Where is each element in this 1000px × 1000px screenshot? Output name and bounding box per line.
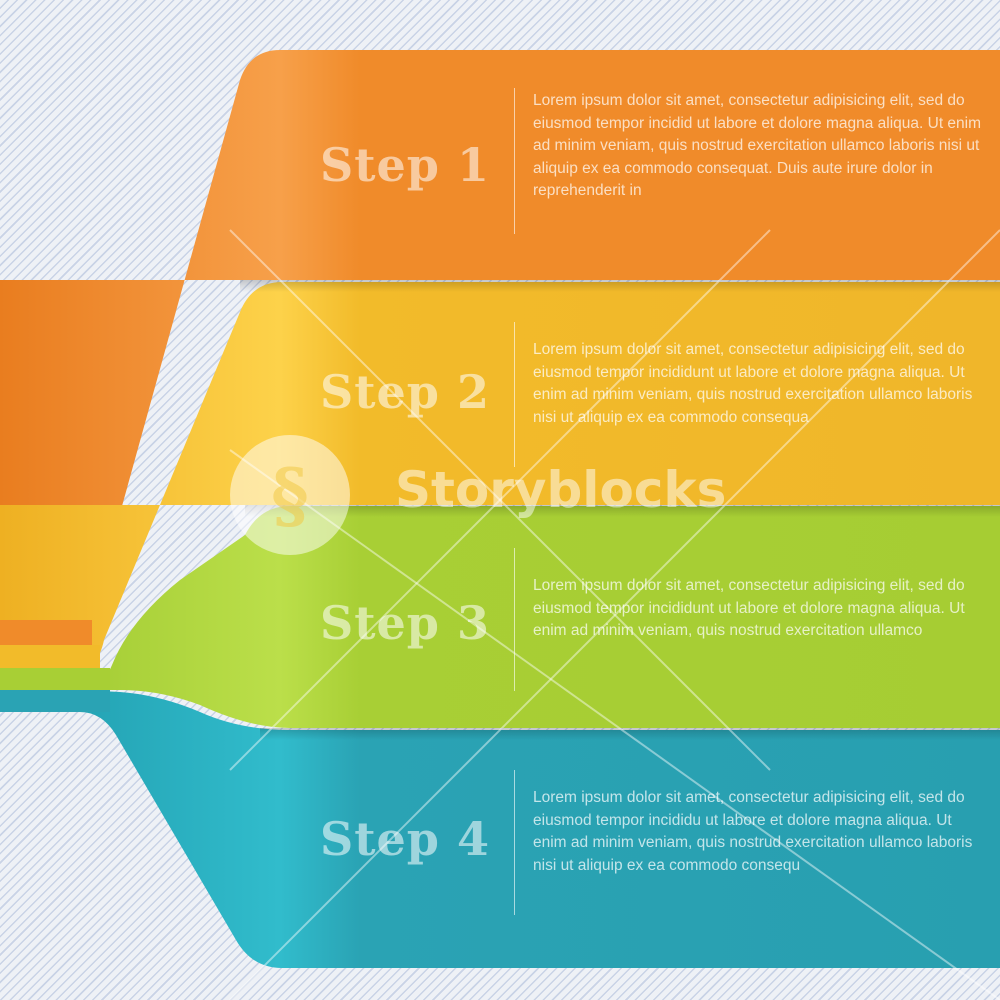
step-1-title: Step 1 <box>320 138 490 192</box>
step-3-shadow <box>260 728 1000 740</box>
step-1-shadow <box>240 280 1000 292</box>
step-2-stripe <box>0 645 100 668</box>
step-3-divider <box>514 548 515 691</box>
step-2-shadow <box>245 505 1000 517</box>
step-4-divider <box>514 770 515 915</box>
step-4-stripe <box>0 690 110 712</box>
step-4-title: Step 4 <box>320 812 490 866</box>
step-4-ribbon <box>0 690 1000 968</box>
step-4-text: Lorem ipsum dolor sit amet, consectetur … <box>533 789 973 874</box>
step-2-text: Lorem ipsum dolor sit amet, consectetur … <box>533 341 973 426</box>
step-3-text: Lorem ipsum dolor sit amet, consectetur … <box>533 577 965 639</box>
step-3-stripe <box>0 668 110 690</box>
step-1-stripe <box>0 620 92 645</box>
step-2-title: Step 2 <box>320 365 490 419</box>
step-3-ribbon <box>0 506 1000 728</box>
step-3-title: Step 3 <box>320 596 490 650</box>
step-1-ribbon <box>0 50 1000 620</box>
step-2-divider <box>514 322 515 467</box>
step-1-divider <box>514 88 515 234</box>
step-1-text: Lorem ipsum dolor sit amet, consectetur … <box>533 92 982 199</box>
step-2-ribbon <box>0 282 1000 668</box>
